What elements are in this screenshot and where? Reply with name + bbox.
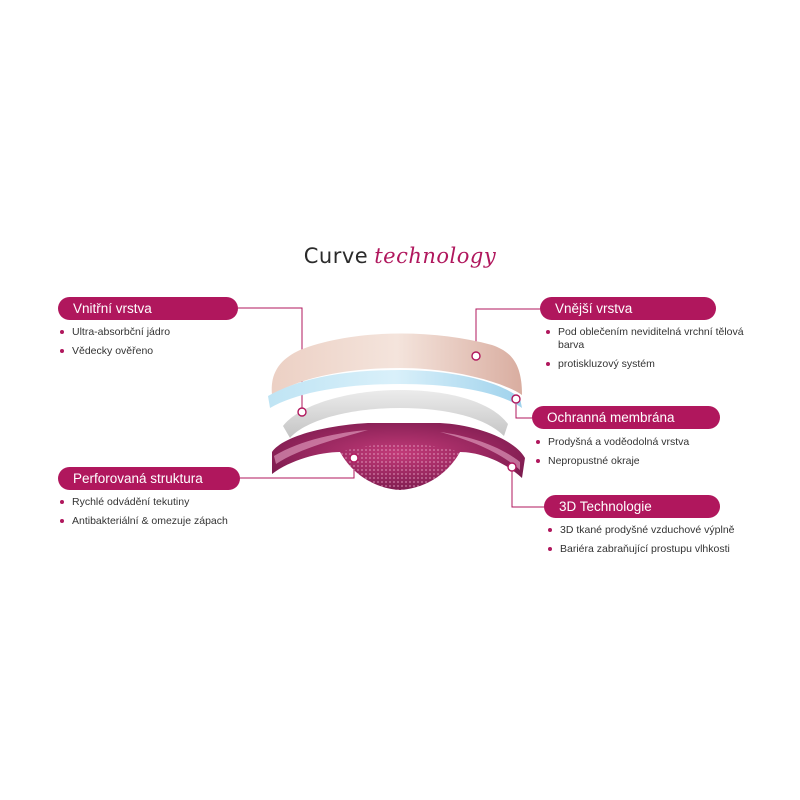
label-3d-technology: 3D Technologie	[544, 495, 720, 518]
endpoint-perforated	[349, 453, 359, 463]
title-technology: technology	[374, 244, 497, 268]
title-curve: Curve	[303, 244, 369, 268]
bullets-3d-technology: 3D tkané prodyšné vzduchové výplně Barié…	[546, 524, 776, 562]
label-inner-layer: Vnitřní vrstva	[58, 297, 238, 320]
bullet-perforated-2: Antibakteriální & omezuje zápach	[58, 515, 258, 528]
connector-outer	[475, 308, 540, 356]
bullet-3d-1: 3D tkané prodyšné vzduchové výplně	[546, 524, 776, 537]
connector-3d	[511, 467, 544, 508]
bullets-inner-layer: Ultra-absorbční jádro Vědecky ověřeno	[58, 326, 248, 364]
connector-perforated	[240, 458, 355, 479]
bullet-inner-2: Vědecky ověřeno	[58, 345, 248, 358]
endpoint-3d	[507, 462, 517, 472]
bullet-3d-2: Bariéra zabraňující prostupu vlhkosti	[546, 543, 776, 556]
bullet-inner-1: Ultra-absorbční jádro	[58, 326, 248, 339]
bullet-membrane-1: Prodyšná a voděodolná vrstva	[534, 436, 744, 449]
endpoint-inner	[297, 407, 307, 417]
label-outer-layer: Vnější vrstva	[540, 297, 716, 320]
bullets-protective-membrane: Prodyšná a voděodolná vrstva Nepropustné…	[534, 436, 744, 474]
endpoint-membrane	[511, 394, 521, 404]
bullet-outer-1: Pod oblečením neviditelná vrchní tělová …	[544, 326, 744, 352]
bullet-outer-2: protiskluzový systém	[544, 358, 744, 371]
connector-endpoints	[297, 351, 521, 472]
perforated-left-wing	[274, 430, 368, 464]
bullet-membrane-2: Nepropustné okraje	[534, 455, 744, 468]
absorbent-core-shape	[283, 390, 508, 438]
perforation-dots	[340, 444, 460, 490]
blue-layer-shape	[268, 370, 522, 408]
bullets-outer-layer: Pod oblečením neviditelná vrchní tělová …	[544, 326, 744, 377]
connector-membrane	[515, 399, 532, 419]
bullet-perforated-1: Rychlé odvádění tekutiny	[58, 496, 258, 509]
bullets-perforated-structure: Rychlé odvádění tekutiny Antibakteriální…	[58, 496, 258, 534]
outer-layer-shape	[271, 333, 522, 395]
endpoint-outer	[471, 351, 481, 361]
label-protective-membrane: Ochranná membrána	[532, 406, 720, 429]
label-perforated-structure: Perforovaná struktura	[58, 467, 240, 490]
